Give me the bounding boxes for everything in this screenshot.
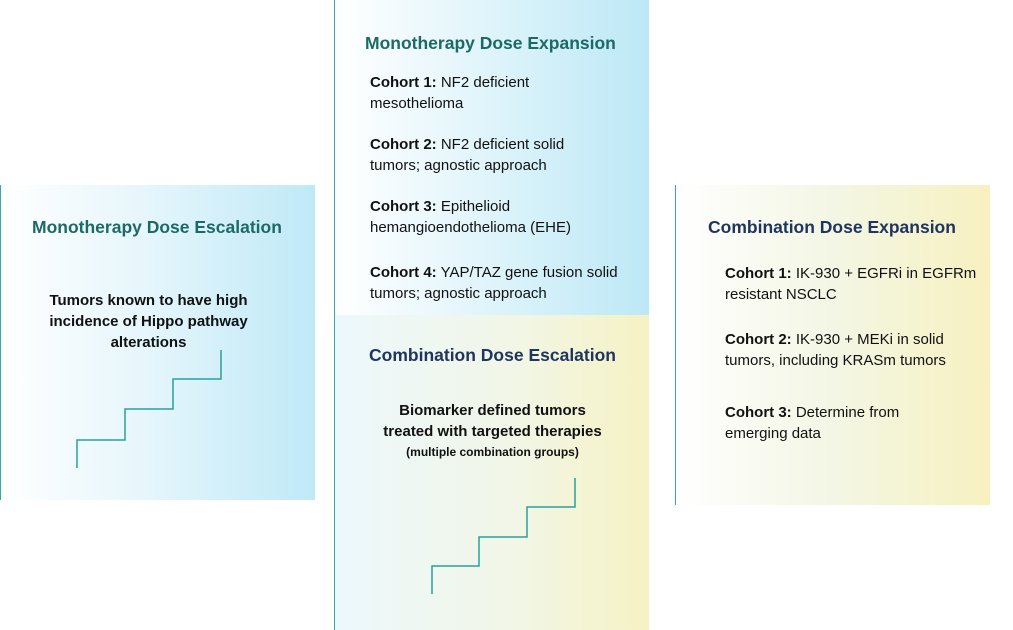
description-line: Biomarker defined tumors [399,402,586,419]
combination-groups-note: (multiple combination groups) [406,445,579,459]
staircase-icon [76,350,222,468]
monotherapy-dose-expansion-title: Monotherapy Dose Expansion [365,33,616,53]
cohort-label: Cohort 2: [370,136,437,153]
description-line: incidence of Hippo pathway [49,313,248,330]
staircase-icon [431,478,576,594]
combination-dose-expansion-title: Combination Dose Expansion [708,217,956,237]
cohort-text: tumors, including KRASm tumors [725,352,946,369]
cohort-item: Cohort 3: Epithelioid hemangioendothelio… [370,196,571,238]
cohort-text: Epithelioid [440,198,511,215]
cohort-text: IK-930 + EGFRi in EGFRm [795,265,977,282]
description-line: treated with targeted therapies [383,423,602,440]
description-line: Tumors known to have high [49,292,248,309]
monotherapy-escalation-description: Tumors known to have high incidence of H… [1,290,296,353]
cohort-text: tumors; agnostic approach [370,285,547,302]
cohort-label: Cohort 3: [725,404,792,421]
cohort-text: YAP/TAZ gene fusion solid [440,264,618,281]
monotherapy-dose-expansion-panel: Monotherapy Dose Expansion Cohort 1: NF2… [334,0,649,315]
monotherapy-dose-escalation-panel: Monotherapy Dose Escalation Tumors known… [0,185,315,500]
combination-dose-escalation-title: Combination Dose Escalation [369,345,616,365]
cohort-text: tumors; agnostic approach [370,157,547,174]
cohort-item: Cohort 4: YAP/TAZ gene fusion solid tumo… [370,262,618,304]
combination-escalation-description: Biomarker defined tumors treated with ta… [335,400,650,442]
cohort-text: resistant NSCLC [725,286,837,303]
cohort-text: NF2 deficient [440,74,530,91]
cohort-label: Cohort 4: [370,264,437,281]
cohort-item: Cohort 2: NF2 deficient solid tumors; ag… [370,134,564,176]
cohort-label: Cohort 3: [370,198,437,215]
description-line: alterations [110,334,187,351]
cohort-text: emerging data [725,425,821,442]
cohort-item: Cohort 1: IK-930 + EGFRi in EGFRm resist… [725,263,976,305]
cohort-label: Cohort 1: [725,265,792,282]
cohort-text: Determine from [795,404,900,421]
monotherapy-dose-escalation-title: Monotherapy Dose Escalation [32,217,282,237]
cohort-item: Cohort 3: Determine from emerging data [725,402,899,444]
cohort-label: Cohort 1: [370,74,437,91]
cohort-item: Cohort 2: IK-930 + MEKi in solid tumors,… [725,329,946,371]
cohort-text: IK-930 + MEKi in solid [795,331,944,348]
cohort-item: Cohort 1: NF2 deficient mesothelioma [370,72,529,114]
cohort-text: mesothelioma [370,95,464,112]
combination-dose-escalation-panel: Combination Dose Escalation Biomarker de… [334,315,649,630]
cohort-text: hemangioendothelioma (EHE) [370,219,571,236]
combination-dose-expansion-panel: Combination Dose Expansion Cohort 1: IK-… [675,185,990,505]
cohort-label: Cohort 2: [725,331,792,348]
cohort-text: NF2 deficient solid [440,136,565,153]
